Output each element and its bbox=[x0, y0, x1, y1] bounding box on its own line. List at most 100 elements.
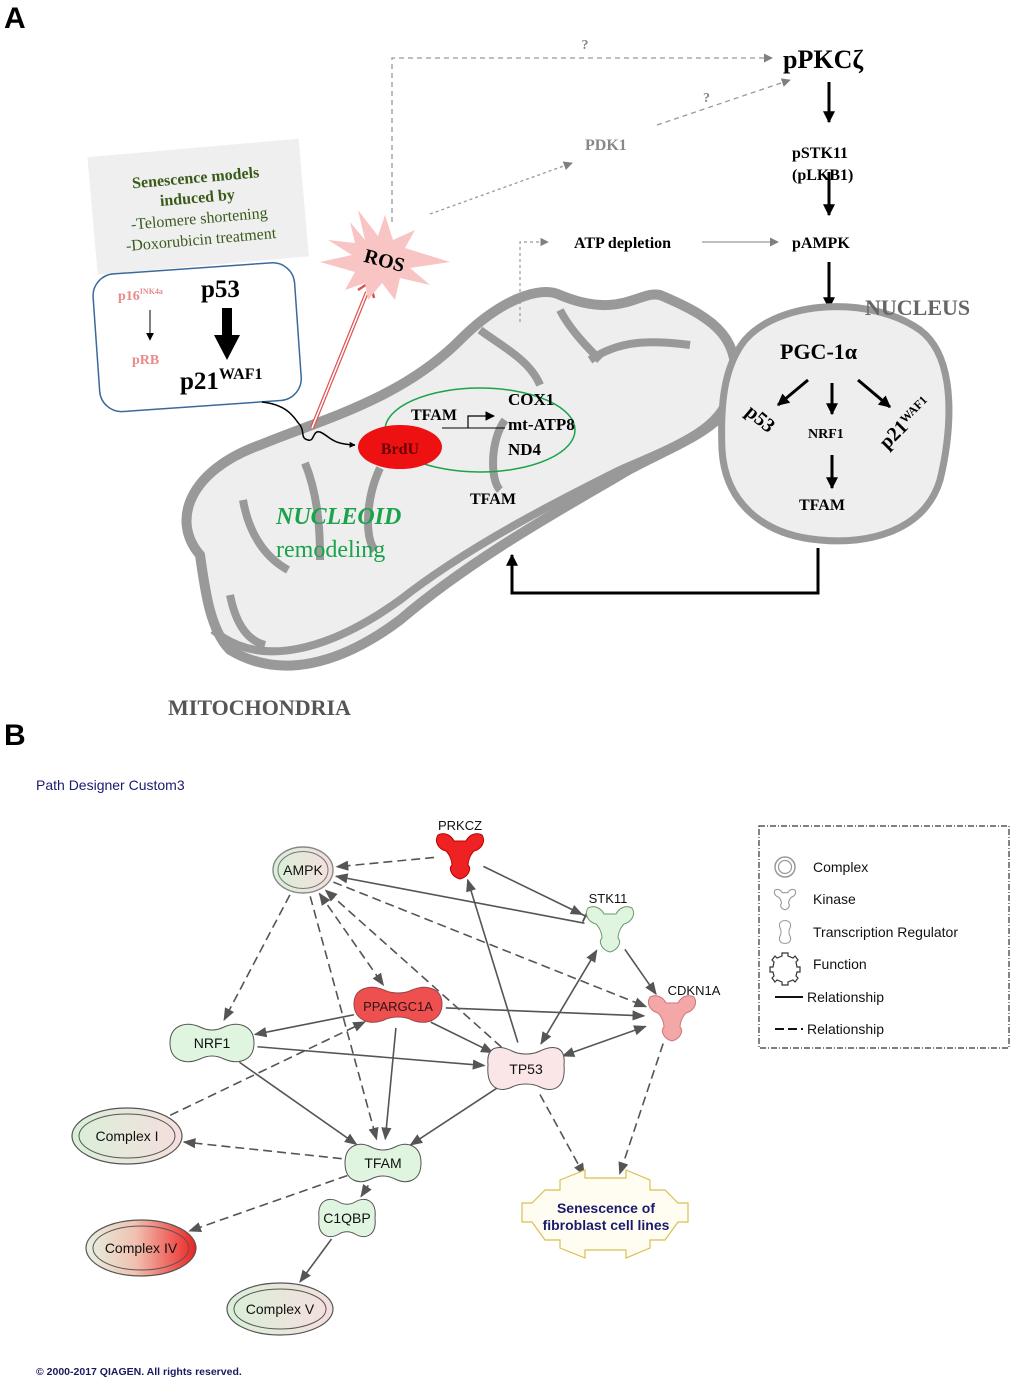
edge-ampk-to-nrf1 bbox=[223, 894, 291, 1021]
edge-tp53-to-stk11 bbox=[540, 949, 598, 1045]
node-complex-i[interactable]: Complex I bbox=[71, 1107, 183, 1165]
ppkc-zeta-label: pPKCζ bbox=[783, 45, 863, 74]
node-c1qbp-label: C1QBP bbox=[323, 1210, 370, 1226]
pstk11-label-line1: pSTK11 bbox=[792, 145, 848, 162]
nucleus-shape bbox=[718, 303, 953, 545]
p53-pathway-box bbox=[92, 262, 302, 413]
atp-depletion-label: ATP depletion bbox=[574, 235, 671, 252]
node-complex-iv-label: Complex IV bbox=[105, 1240, 178, 1256]
panel-b-label: B bbox=[4, 719, 26, 752]
legend-kinase-label: Kinase bbox=[813, 891, 856, 907]
question-mark-top: ? bbox=[582, 38, 589, 53]
gene-mt-atp8: mt-ATP8 bbox=[508, 415, 575, 434]
node-tfam-label: TFAM bbox=[364, 1155, 401, 1171]
network-edges bbox=[169, 856, 664, 1283]
mitochondria-label: MITOCHONDRIA bbox=[168, 695, 351, 720]
p53-label: p53 bbox=[201, 276, 240, 303]
function-gear-shape bbox=[521, 1169, 689, 1259]
pgc-to-p53-arrow bbox=[777, 378, 809, 407]
legend-dashed-relationship-label: Relationship bbox=[807, 1021, 884, 1037]
p21-label: p21WAF1 bbox=[180, 366, 262, 395]
tfam-promoter-label: TFAM bbox=[411, 407, 457, 424]
ros-to-pdk1-dotted-arrow bbox=[429, 161, 573, 215]
mitochondrion-shape bbox=[181, 287, 741, 671]
node-complex-v-label: Complex V bbox=[246, 1301, 315, 1317]
tfam-below-label: TFAM bbox=[470, 491, 516, 508]
edge-tp53-to-prkcz bbox=[466, 878, 519, 1043]
transcription-regulator-shape bbox=[169, 1023, 255, 1063]
edge-tfam-to-complexi bbox=[182, 1138, 342, 1160]
complex-icon bbox=[774, 856, 796, 878]
node-tp53[interactable]: TP53 bbox=[487, 1047, 565, 1090]
panel-a-label: A bbox=[4, 2, 26, 35]
p16-label: p16INK4a bbox=[118, 287, 163, 304]
node-nrf1[interactable]: NRF1 bbox=[169, 1023, 255, 1063]
pgc1a-label: PGC-1α bbox=[780, 339, 858, 364]
node-senescence-label-line1: Senescence of bbox=[557, 1200, 655, 1216]
edge-tp53-to-ampk bbox=[324, 889, 502, 1048]
edge-ppargc1a-to-tp53 bbox=[430, 1021, 494, 1054]
legend-transcription-regulator-label: Transcription Regulator bbox=[813, 924, 958, 940]
edge-tp53-to-senescence bbox=[539, 1094, 585, 1177]
edge-c1qbp-to-complexv bbox=[299, 1238, 333, 1283]
node-stk11-label: STK11 bbox=[589, 891, 628, 906]
senescence-title-line2: induced by bbox=[159, 187, 235, 210]
pstk11-label-line2: (pLKB1) bbox=[792, 167, 853, 184]
edge-complexi-to-ppargc1a bbox=[169, 1021, 366, 1117]
remodeling-label: remodeling bbox=[276, 537, 385, 563]
node-prkcz-label: PRKCZ bbox=[438, 818, 482, 833]
edge-tp53-to-tfam bbox=[409, 1087, 498, 1146]
node-tp53-label: TP53 bbox=[509, 1061, 543, 1077]
edge-ppargc1a-to-tfam bbox=[381, 1027, 397, 1141]
edge-ppargc1a-to-nrf1 bbox=[253, 1013, 355, 1038]
brdu-ellipse bbox=[358, 425, 442, 469]
kinase-shape bbox=[585, 906, 635, 953]
pgc-to-p21-arrow bbox=[857, 378, 891, 409]
node-ampk[interactable]: AMPK bbox=[272, 846, 334, 894]
nucleus-nrf1-label: NRF1 bbox=[808, 427, 844, 442]
node-nrf1-label: NRF1 bbox=[194, 1035, 231, 1051]
node-complex-iv[interactable]: Complex IV bbox=[85, 1219, 197, 1277]
kinase-shape bbox=[435, 833, 485, 880]
transcription-regulator-shape bbox=[344, 1143, 422, 1183]
node-cdkn1a-label: CDKN1A bbox=[668, 983, 721, 998]
node-ppargc1a[interactable]: PPARGC1A bbox=[353, 986, 443, 1023]
node-c1qbp[interactable]: C1QBP bbox=[318, 1198, 376, 1238]
node-prkcz[interactable]: PRKCZ bbox=[435, 818, 485, 880]
legend-solid-relationship-label: Relationship bbox=[807, 989, 884, 1005]
edge-tfam-to-c1qbp bbox=[360, 1184, 372, 1198]
node-ppargc1a-label: PPARGC1A bbox=[363, 999, 433, 1014]
wavy-arrow-to-brdu bbox=[261, 401, 356, 448]
edge-nrf1-to-tfam bbox=[238, 1061, 358, 1146]
transcription-regulator-shape bbox=[318, 1198, 376, 1238]
function-icon bbox=[769, 952, 801, 986]
transcription-regulator-shape bbox=[487, 1047, 565, 1090]
legend-complex-label: Complex bbox=[813, 859, 868, 875]
mito-to-atp-dotted-arrow bbox=[519, 237, 549, 322]
gene-cox1: COX1 bbox=[508, 390, 554, 409]
pampk-label: pAMPK bbox=[792, 235, 850, 252]
question-mark-pdk1: ? bbox=[703, 91, 710, 106]
edge-prkcz-to-stk11 bbox=[483, 865, 590, 923]
node-cdkn1a[interactable]: CDKN1A bbox=[647, 983, 721, 1042]
ros-to-ppkc-dashed-arrow bbox=[391, 53, 773, 222]
pdk1-to-ppkc-dashed-arrow bbox=[656, 78, 791, 126]
senescence-models-box: Senescence models induced by -Telomere s… bbox=[87, 138, 309, 275]
ros-starburst bbox=[320, 210, 450, 300]
legend: Complex Kinase Transcription Regulator F… bbox=[758, 825, 1010, 1049]
promoter-arrow bbox=[467, 411, 495, 428]
node-senescence-function[interactable]: Senescence of fibroblast cell lines bbox=[521, 1169, 689, 1259]
edge-cdkn1a-to-senescence bbox=[618, 1043, 664, 1176]
edge-ppargc1a-to-cdkn1a bbox=[445, 1007, 646, 1021]
node-tfam[interactable]: TFAM bbox=[344, 1143, 422, 1183]
nucleus-tfam-label: TFAM bbox=[799, 497, 845, 514]
gene-nd4: ND4 bbox=[508, 440, 542, 459]
nucleoid-label: NUCLEOID bbox=[275, 504, 401, 530]
node-complex-v[interactable]: Complex V bbox=[226, 1282, 334, 1336]
copyright-notice: © 2000-2017 QIAGEN. All rights reserved. bbox=[36, 1366, 242, 1378]
transcription-regulator-icon bbox=[778, 920, 792, 944]
edge-stk11-to-cdkn1a bbox=[624, 948, 657, 996]
node-stk11[interactable]: STK11 bbox=[585, 891, 635, 953]
node-ampk-label: AMPK bbox=[283, 862, 323, 878]
